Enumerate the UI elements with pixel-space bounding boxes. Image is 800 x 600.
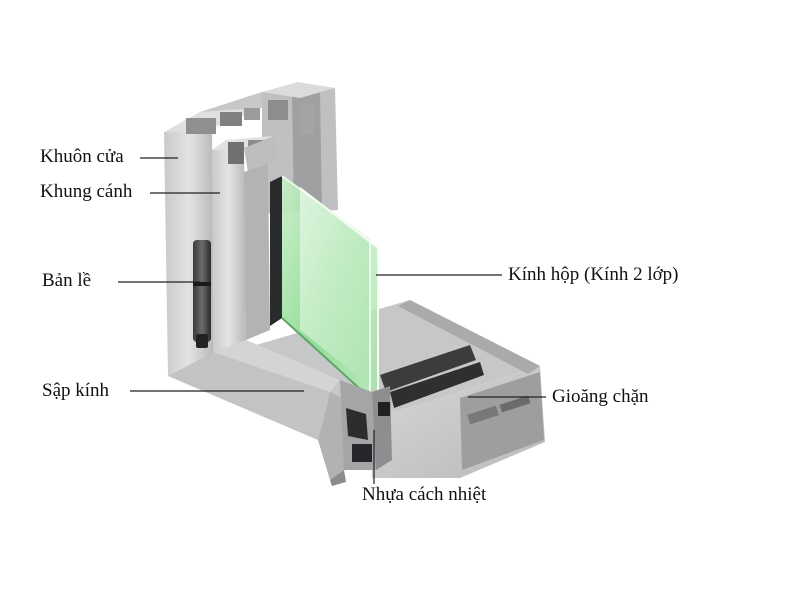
label-khung-canh: Khung cánh [40,181,133,202]
sash-frame-profile [212,136,278,352]
hinge [193,240,211,348]
insulated-glass [270,175,379,399]
sash-bottom-mitre [168,340,350,486]
label-khuon-cua: Khuôn cửa [40,146,124,167]
label-ban-le: Bản lề [42,270,92,291]
label-gioang-chan: Gioăng chặn [552,386,649,407]
label-sap-kinh: Sập kính [42,380,110,401]
label-kinh-hop: Kính hộp (Kính 2 lớp) [508,264,679,285]
leader-lines [118,157,546,484]
label-nhua-cach-nhiet: Nhựa cách nhiệt [362,484,487,505]
lower-profiles [340,380,392,470]
